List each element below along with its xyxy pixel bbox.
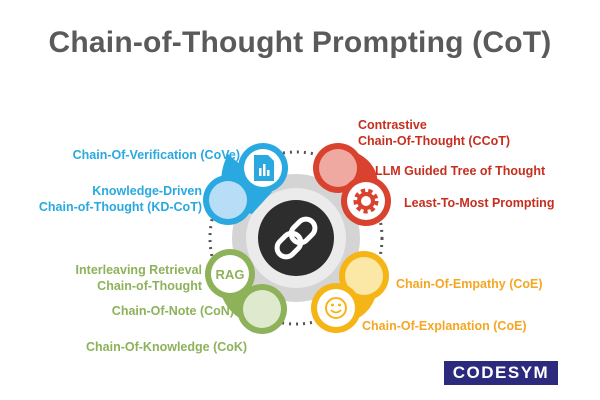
label-ccot-line2: Chain-Of-Thought (CCoT) bbox=[358, 134, 511, 148]
red-petal bbox=[313, 143, 391, 226]
gear-icon bbox=[353, 188, 379, 214]
dotted-ring bbox=[208, 150, 384, 326]
label-irc-line1: Interleaving Retrieval bbox=[75, 263, 202, 277]
label-irc-line2: Chain-of-Thought bbox=[97, 279, 202, 293]
label-chain-of-note: Chain-Of-Note (CoN) bbox=[111, 304, 234, 318]
label-least-to-most: Least-To-Most Prompting bbox=[404, 196, 555, 210]
rag-badge: RAG bbox=[216, 267, 245, 282]
center-circle bbox=[258, 200, 334, 276]
label-kdcot-line2: Chain-of-Thought (KD-CoT) bbox=[38, 200, 202, 214]
label-cove: Chain-Of-Verification (CoVe) bbox=[72, 148, 240, 162]
document-chart-icon bbox=[254, 155, 274, 181]
smiley-icon bbox=[325, 297, 347, 319]
label-chain-of-knowledge: Chain-Of-Knowledge (CoK) bbox=[86, 340, 248, 354]
codegym-logo: CODESYM bbox=[444, 361, 558, 385]
label-chain-of-explanation: Chain-Of-Explanation (CoE) bbox=[362, 319, 527, 333]
orange-petal bbox=[311, 251, 389, 333]
label-ccot-line1: Contrastive bbox=[358, 118, 427, 132]
blue-petal bbox=[203, 143, 288, 225]
chain-link-icon bbox=[274, 216, 318, 260]
label-chain-of-empathy: Chain-Of-Empathy (CoE) bbox=[396, 277, 543, 291]
page-title: Chain-of-Thought Prompting (CoT) bbox=[48, 26, 552, 59]
label-llm-tot: LLM Guided Tree of Thought bbox=[375, 164, 546, 178]
green-petal bbox=[205, 249, 287, 334]
label-kdcot-line1: Knowledge-Driven bbox=[92, 184, 202, 198]
